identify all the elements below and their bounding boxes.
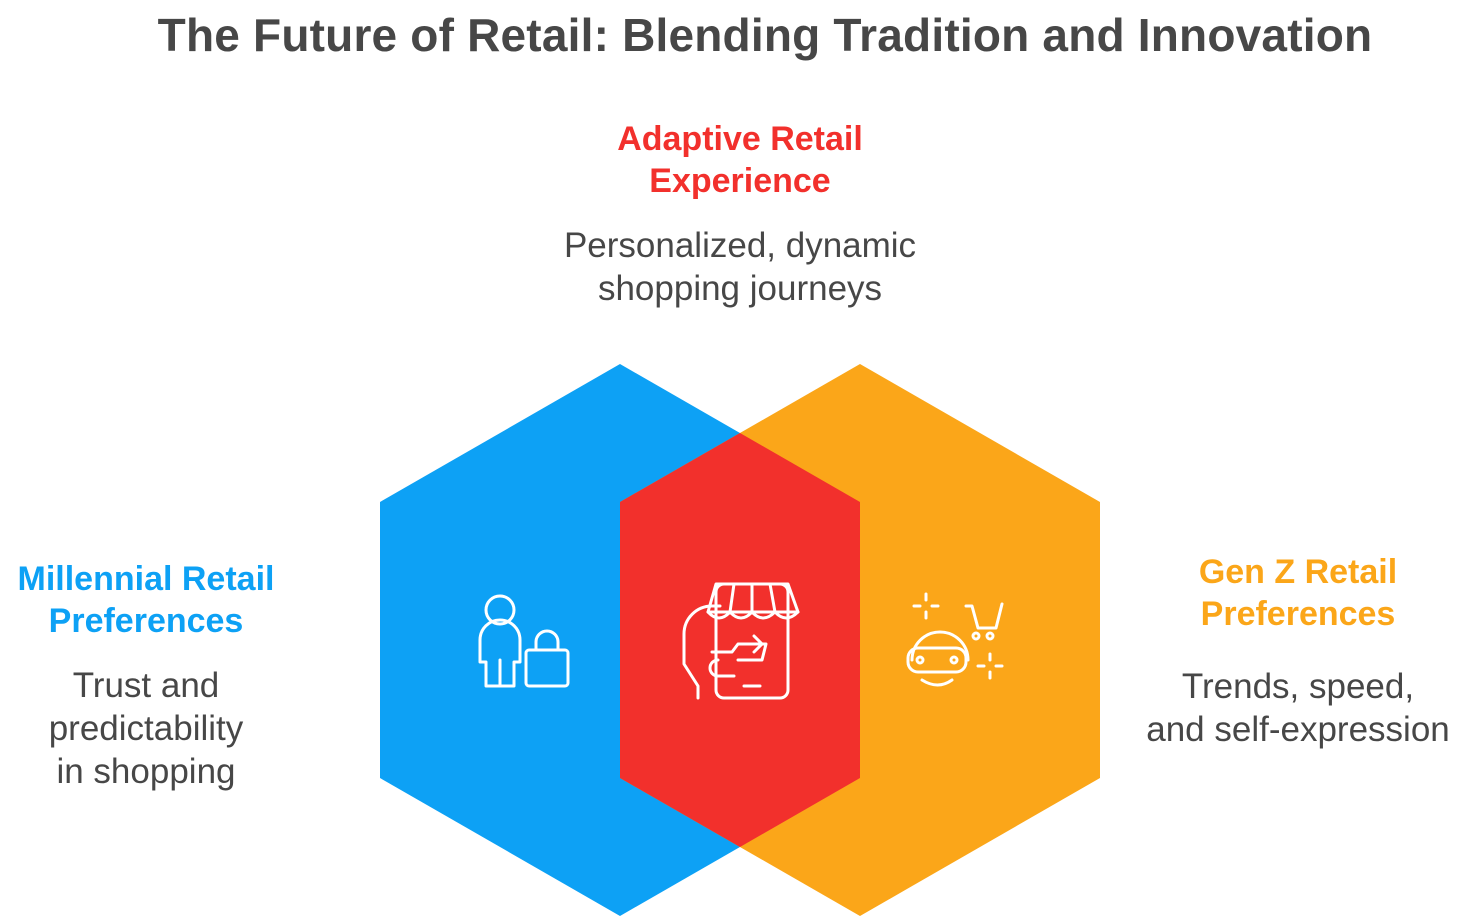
- millennial-retail-heading: Millennial Retail Preferences: [0, 558, 292, 642]
- genz-retail-label: Gen Z Retail Preferences Trends, speed, …: [1120, 551, 1476, 751]
- shopper-with-bag-icon: [478, 594, 570, 688]
- adaptive-retail-desc-line1: Personalized, dynamic: [563, 226, 917, 265]
- adaptive-overlap-region: [620, 433, 860, 847]
- millennial-retail-label: Millennial Retail Preferences Trust and …: [0, 558, 292, 793]
- genz-retail-desc-line2: and self-expression: [1146, 710, 1450, 749]
- genz-retail-heading: Gen Z Retail Preferences: [1120, 551, 1476, 635]
- millennial-retail-desc-line3: in shopping: [56, 752, 236, 791]
- page-title: The Future of Retail: Blending Tradition…: [157, 9, 1373, 61]
- adaptive-retail-desc-line2: shopping journeys: [597, 269, 883, 308]
- vr-shopping-cart-icon: [906, 592, 1004, 687]
- millennial-retail-desc-line1: Trust and: [72, 666, 220, 705]
- adaptive-retail-label: Adaptive Retail Experience Personalized,…: [480, 118, 1000, 310]
- adaptive-retail-heading-line1: Adaptive Retail: [617, 120, 863, 158]
- adaptive-retail-heading-line2: Experience: [649, 162, 831, 200]
- millennial-retail-desc-line2: predictability: [48, 709, 244, 748]
- adaptive-retail-heading: Adaptive Retail Experience: [480, 118, 1000, 202]
- millennial-retail-heading-line1: Millennial Retail: [17, 560, 275, 598]
- genz-retail-heading-line1: Gen Z Retail: [1198, 553, 1398, 591]
- adaptive-retail-description: Personalized, dynamic shopping journeys: [480, 224, 1000, 310]
- genz-retail-description: Trends, speed, and self-expression: [1120, 665, 1476, 751]
- genz-retail-heading-line2: Preferences: [1200, 595, 1396, 633]
- genz-retail-desc-line1: Trends, speed,: [1181, 667, 1415, 706]
- millennial-retail-heading-line2: Preferences: [48, 602, 244, 640]
- shop-on-phone-icon: [682, 582, 800, 700]
- millennial-retail-description: Trust and predictability in shopping: [0, 664, 292, 793]
